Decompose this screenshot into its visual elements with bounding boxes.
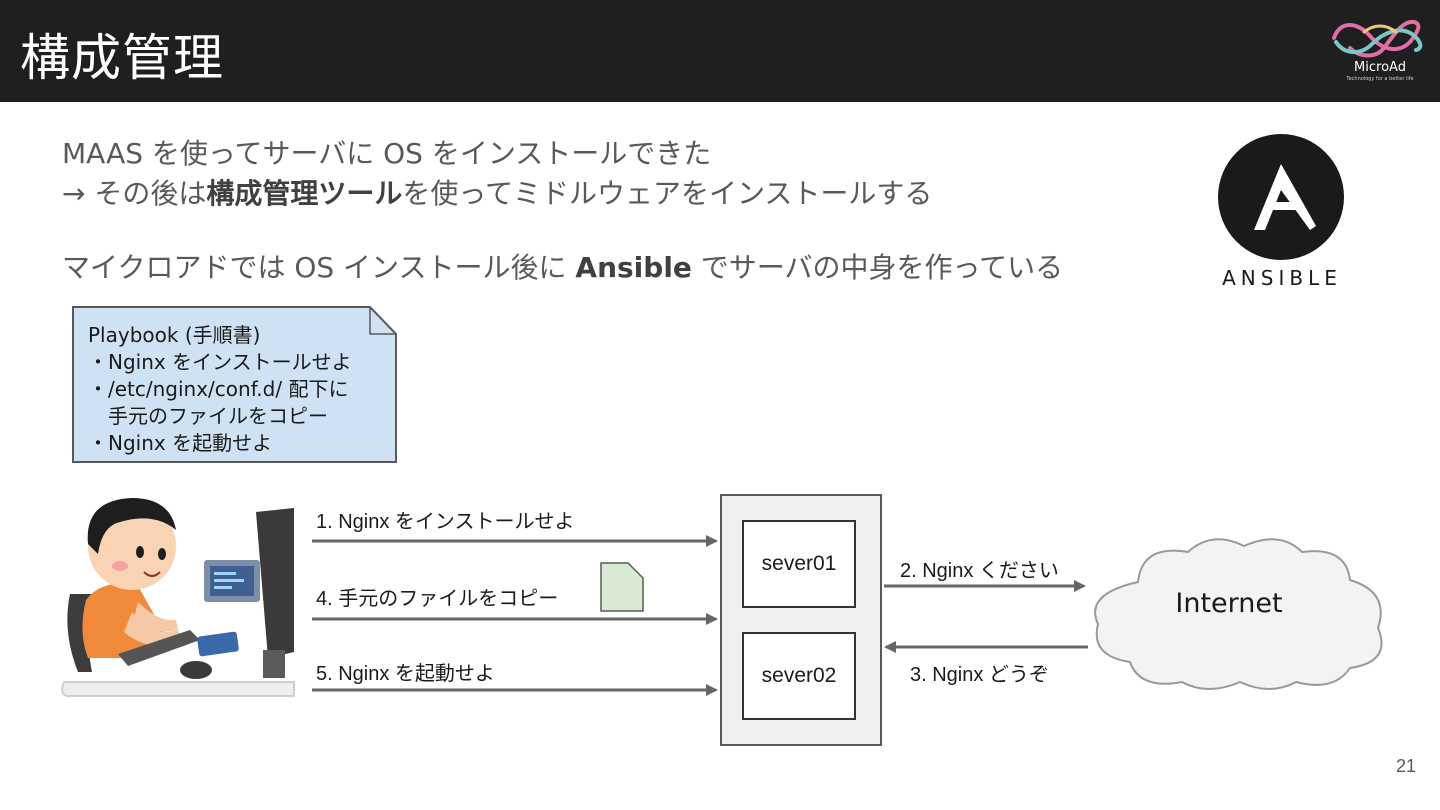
intro-line-2-bold: 構成管理ツール bbox=[206, 177, 403, 210]
intro-line-2: → その後は構成管理ツールを使ってミドルウェアをインストールする bbox=[62, 172, 932, 212]
command-label-install: 1. Nginx をインストールせよ bbox=[316, 511, 575, 533]
server-node[interactable]: sever02 bbox=[742, 632, 856, 720]
intro-line-2-prefix: → その後は bbox=[62, 177, 207, 210]
internet-request-label: 2. Nginx ください bbox=[900, 560, 1059, 582]
playbook-note-line: ・Nginx をインストールせよ bbox=[88, 350, 352, 374]
ansible-wordmark: ANSIBLE bbox=[1222, 266, 1342, 290]
command-label-start: 5. Nginx を起動せよ bbox=[316, 663, 495, 685]
intro-line-3-prefix: マイクロアドでは OS インストール後に bbox=[62, 251, 576, 284]
page-number: 21 bbox=[1395, 756, 1416, 776]
microad-logo-icon bbox=[1332, 19, 1423, 58]
slide-title: 構成管理 bbox=[20, 29, 224, 87]
server-node[interactable]: sever01 bbox=[742, 520, 856, 608]
server-name: sever02 bbox=[761, 664, 837, 687]
slide-header: 構成管理 bbox=[0, 0, 1440, 102]
playbook-note-line: ・Nginx を起動せよ bbox=[88, 431, 273, 455]
internet-response-label: 3. Nginx どうぞ bbox=[910, 664, 1049, 686]
person-at-computer-icon bbox=[60, 498, 295, 697]
intro-line-3: マイクロアドでは OS インストール後に Ansible でサーバの中身を作って… bbox=[62, 246, 1063, 286]
intro-line-3-suffix: でサーバの中身を作っている bbox=[691, 251, 1064, 284]
internet-cloud-icon bbox=[1094, 538, 1383, 690]
intro-line-1-text: MAAS を使ってサーバに OS をインストールできた bbox=[62, 137, 712, 170]
playbook-note-line: Playbook (手順書) bbox=[88, 323, 261, 347]
intro-line-1: MAAS を使ってサーバに OS をインストールできた bbox=[62, 132, 711, 172]
intro-line-3-bold: Ansible bbox=[575, 251, 692, 284]
intro-line-2-suffix: を使ってミドルウェアをインストールする bbox=[402, 177, 933, 210]
playbook-note-line: ・/etc/nginx/conf.d/ 配下に bbox=[88, 377, 349, 401]
command-label-copy: 4. 手元のファイルをコピー bbox=[316, 588, 559, 610]
playbook-note-line: 手元のファイルをコピー bbox=[88, 404, 328, 428]
internet-label: Internet bbox=[1175, 588, 1283, 619]
logo-name: MicroAd bbox=[1354, 60, 1406, 75]
ansible-logo-icon bbox=[1218, 134, 1344, 260]
playbook-note: Playbook (手順書) ・Nginx をインストールせよ ・/etc/ng… bbox=[88, 322, 352, 457]
file-icon bbox=[600, 562, 644, 612]
playbook-note-shape bbox=[72, 306, 397, 463]
ansible-a-icon bbox=[1254, 164, 1316, 230]
logo-tagline: Technology for a better life bbox=[1346, 76, 1414, 82]
server-name: sever01 bbox=[761, 552, 837, 575]
